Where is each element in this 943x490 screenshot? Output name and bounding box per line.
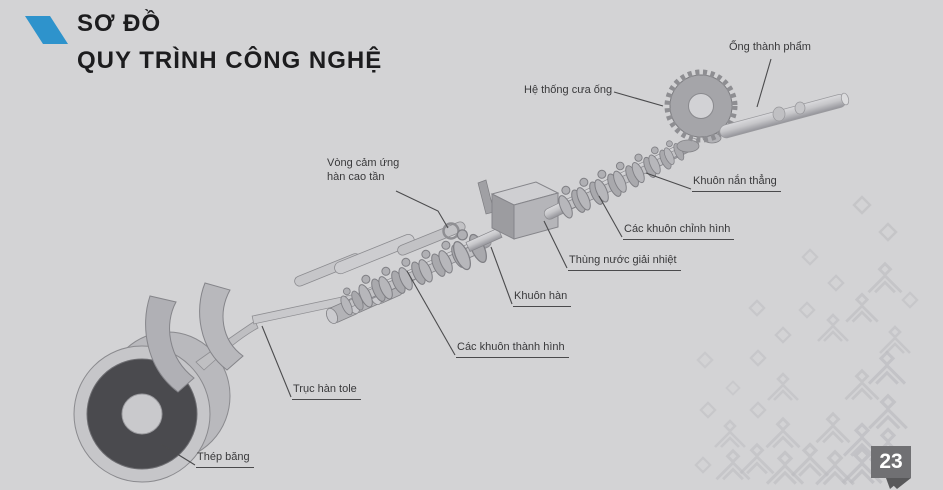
- leader-vong-cam-ung: [395, 190, 449, 229]
- leader-ong-thanh-pham: [756, 58, 772, 108]
- slide-title-line2: QUY TRÌNH CÔNG NGHỆ: [77, 47, 383, 74]
- leader-thung-nuoc: [543, 220, 568, 269]
- leader-khuon-nan-thang: [645, 172, 692, 190]
- label-he-thong-cua-ong: Hệ thống cưa ống: [524, 84, 613, 96]
- sizing-stands: [552, 157, 642, 221]
- background-pattern: [694, 195, 919, 486]
- label-thep-bang: Thép băng: [196, 451, 254, 468]
- label-cac-khuon-thanh-hinh: Các khuôn thành hình: [456, 341, 569, 358]
- finished-pipe: [719, 92, 850, 139]
- saw-bore: [688, 93, 714, 119]
- label-cac-khuon-chinh-hinh: Các khuôn chỉnh hình: [623, 223, 735, 240]
- label-ong-thanh-pham: Ống thành phẩm: [729, 41, 811, 53]
- label-khuon-nan-thang: Khuôn nắn thẳng: [692, 175, 781, 192]
- pipe-saw: [664, 69, 738, 153]
- leader-thep-bang: [160, 443, 196, 466]
- leader-truc-han-tole: [261, 325, 292, 398]
- slide-title-line1: SƠ ĐỒ: [77, 10, 162, 37]
- leader-he-thong-cua-ong: [613, 91, 664, 107]
- label-truc-han-tole: Trục hàn tole: [292, 383, 361, 400]
- label-line-2: hàn cao tần: [327, 170, 385, 183]
- saw-teeth: [664, 69, 738, 143]
- uncoiler-guides: [145, 282, 244, 393]
- label-khuon-han: Khuôn hàn: [513, 290, 572, 307]
- leader-lines: [160, 58, 911, 489]
- label-vong-cam-ung-han-cao-tan: Vòng cảm ứng hàn cao tần: [327, 157, 399, 185]
- leader-cac-khuon-chinh-hinh: [598, 195, 623, 238]
- label-thung-nuoc-giai-nhiet: Thùng nước giải nhiệt: [568, 254, 681, 271]
- page-number-badge: 23: [871, 446, 911, 478]
- leader-cac-khuon-thanh-hinh: [406, 270, 456, 356]
- page-badge-fold: [886, 478, 903, 489]
- leader-khuon-han: [490, 246, 513, 305]
- label-line-1: Vòng cảm ứng: [327, 157, 400, 169]
- cooling-tank: [465, 181, 560, 253]
- accent-parallelogram-icon: [25, 16, 68, 44]
- pipe-mill-machine: [73, 69, 850, 483]
